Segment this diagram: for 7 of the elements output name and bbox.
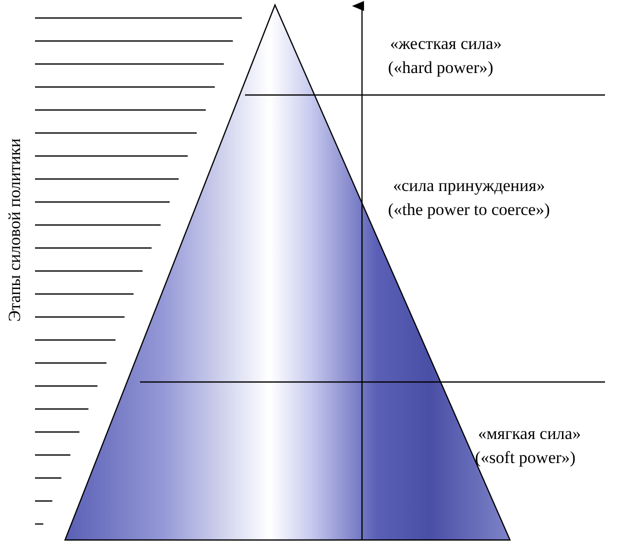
tier-label: («hard power») <box>388 58 494 78</box>
tier-label: «мягкая сила» <box>478 424 581 444</box>
axis-title: Этапы силовой политики <box>5 137 25 324</box>
tier-label: («soft power») <box>475 448 576 468</box>
tier-label: «жесткая сила» <box>390 34 502 54</box>
tier-label: («the power to coerce») <box>388 200 550 220</box>
tier-label: «сила принуждения» <box>393 176 545 196</box>
